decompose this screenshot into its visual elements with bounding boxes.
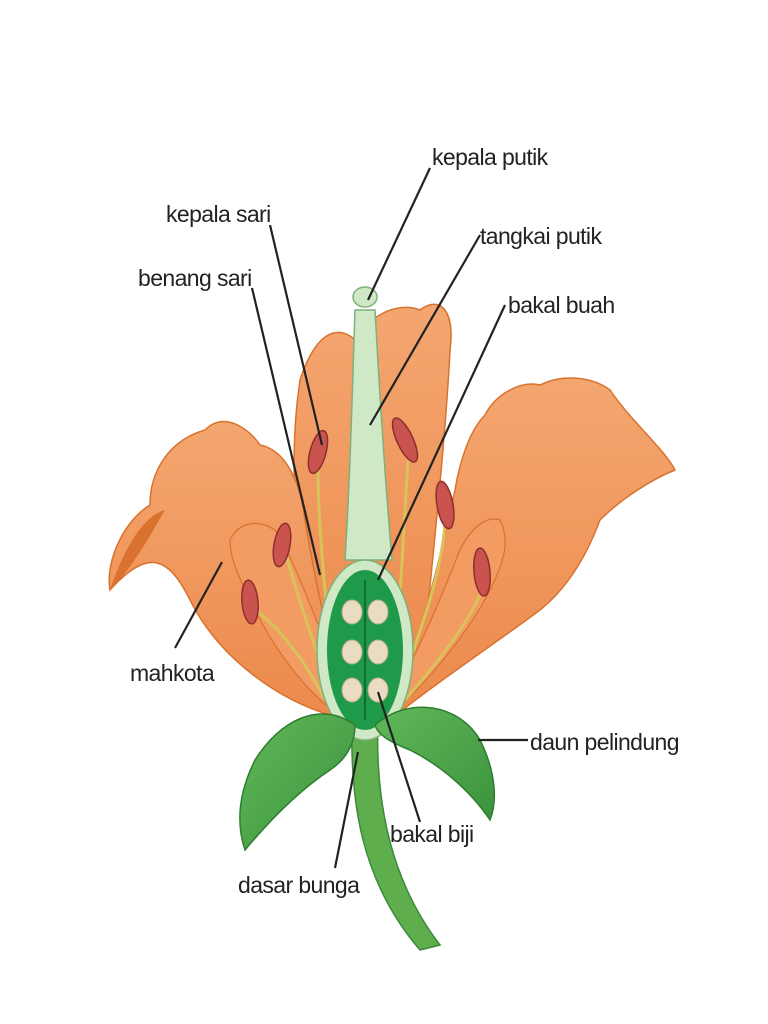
- label-sepal: daun pelindung: [530, 729, 679, 755]
- label-petal: mahkota: [130, 660, 215, 686]
- ovules: [341, 599, 389, 703]
- label-anther: kepala sari: [166, 201, 271, 227]
- petal-left-tip-shadow: [110, 510, 165, 590]
- petal-front-left: [229, 522, 346, 713]
- label-stigma: kepala putik: [432, 144, 549, 170]
- label-ovary: bakal buah: [508, 292, 615, 318]
- sepal-left: [239, 713, 356, 852]
- leader-ovule: [376, 691, 422, 823]
- label-filament: benang sari: [138, 265, 252, 291]
- leader-stigma: [367, 167, 431, 301]
- anthers: [241, 417, 491, 625]
- leader-receptacle: [333, 751, 360, 869]
- label-style: tangkai putik: [480, 223, 602, 249]
- pistil-style: [344, 309, 393, 561]
- label-receptacle: dasar bunga: [238, 872, 360, 898]
- leader-filament: [250, 287, 322, 576]
- label-ovule: bakal biji: [390, 821, 474, 847]
- leader-petal: [174, 561, 223, 649]
- sepal-right: [374, 706, 496, 822]
- leader-lines: [174, 167, 528, 869]
- leader-anther: [268, 224, 324, 446]
- leader-style: [369, 234, 481, 426]
- leader-ovary: [377, 304, 506, 581]
- stem: [351, 719, 442, 951]
